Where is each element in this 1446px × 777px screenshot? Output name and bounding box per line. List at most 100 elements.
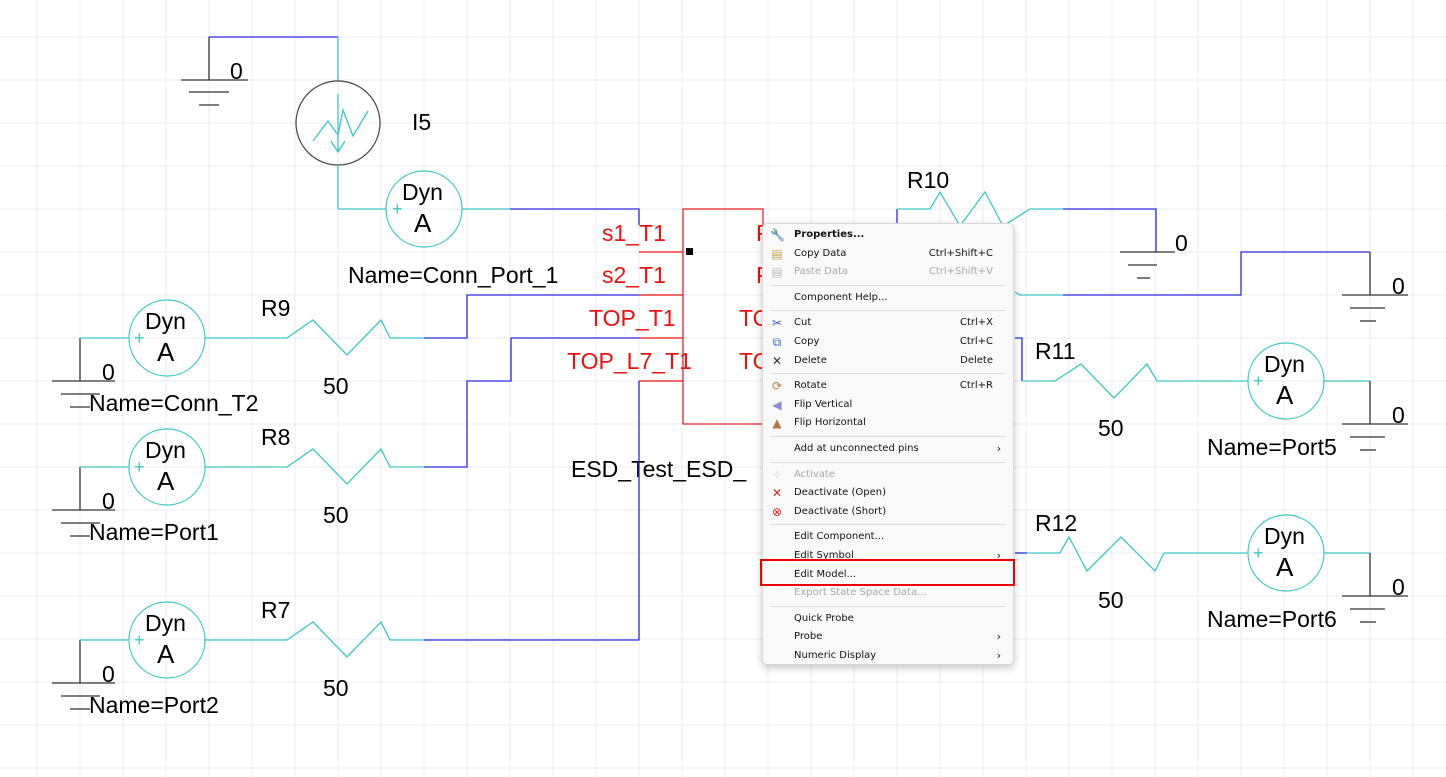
svg-text:+: + — [134, 328, 145, 348]
flip-horizontal-icon: ▲ — [772, 416, 782, 431]
ammeter-name-label: Name=Port1 — [89, 519, 219, 545]
resistor-name: R7 — [261, 597, 290, 623]
port-port6[interactable]: + Dyn A 0 Name=Port6 — [1207, 514, 1408, 632]
ammeter-bottom-label: A — [414, 208, 432, 238]
menu-item-delete[interactable]: ✕ Delete Delete — [763, 352, 1013, 371]
ground-label: 0 — [1392, 402, 1405, 428]
menu-item-edit-symbol[interactable]: Edit Symbol› — [763, 547, 1013, 566]
menu-item-numeric-display[interactable]: Numeric Display› — [763, 647, 1013, 666]
ammeter-conn-port-1[interactable]: + Dyn A Name=Conn_Port_1 — [338, 170, 640, 288]
menu-item-flip-horizontal[interactable]: ▲Flip Horizontal — [763, 414, 1013, 433]
menu-item-quick-probe[interactable]: Quick Probe — [763, 610, 1013, 629]
menu-separator — [771, 310, 1005, 312]
resistor-r11[interactable]: R11 50 — [1015, 337, 1248, 441]
menu-item-edit-model[interactable]: Edit Model... — [763, 566, 1013, 585]
port-port5[interactable]: + Dyn A 0 Name=Port5 — [1207, 342, 1408, 460]
svg-text:+: + — [134, 457, 145, 477]
menu-item-label: Edit Symbol — [794, 549, 854, 561]
pin-label: s1_T1 — [602, 220, 666, 246]
ammeter-top-label: Dyn — [145, 308, 186, 334]
resistor-r8[interactable]: R8 50 — [205, 337, 639, 528]
copy-data-icon: ▤ — [771, 246, 783, 261]
esd-test-block[interactable]: s1_T1 s2_T1 TOP_T1 TOP_L7_T1 P P TO TO E… — [567, 208, 771, 482]
menu-item-label: Numeric Display — [794, 649, 877, 661]
menu-item-label: Rotate — [794, 380, 827, 392]
ammeter-bottom-label: A — [1276, 552, 1294, 582]
menu-item-component-help[interactable]: Component Help... — [763, 289, 1013, 308]
menu-item-properties[interactable]: 🔧Properties... — [763, 226, 1013, 245]
pin-label: TOP_L7_T1 — [567, 348, 692, 374]
paste-data-icon: ▤ — [771, 265, 783, 280]
ammeter-bottom-label: A — [1276, 380, 1294, 410]
resistor-name: R12 — [1035, 510, 1077, 536]
ammeter-bottom-label: A — [157, 466, 175, 496]
resistor-r9[interactable]: R9 50 — [205, 294, 639, 399]
copy-icon: ⧉ — [772, 334, 782, 349]
menu-item-deactivate-short[interactable]: ⊗Deactivate (Short) — [763, 503, 1013, 522]
menu-separator — [771, 435, 1005, 437]
port-port1[interactable]: 0 + Dyn A Name=Port1 — [52, 428, 219, 545]
menu-item-flip-vertical[interactable]: ◀ Flip Vertical — [763, 396, 1013, 415]
ground-label: 0 — [230, 58, 243, 84]
menu-item-label: Deactivate (Open) — [794, 487, 886, 499]
ammeter-top-label: Dyn — [1264, 523, 1305, 549]
menu-separator — [771, 284, 1005, 286]
resistor-r7[interactable]: R7 50 — [205, 381, 640, 701]
menu-item-deactivate-open[interactable]: ✕Deactivate (Open) — [763, 484, 1013, 503]
menu-item-label: Edit Model... — [794, 568, 857, 580]
ground-label: 0 — [102, 661, 115, 687]
menu-item-label: Copy Data — [794, 247, 847, 259]
menu-item-copy[interactable]: ⧉ Copy Ctrl+C — [763, 333, 1013, 352]
menu-item-label: Component Help... — [794, 291, 888, 303]
menu-item-activate: ⁘Activate — [763, 466, 1013, 485]
current-source-i5[interactable]: I5 — [295, 37, 431, 209]
menu-item-label: Delete — [794, 354, 827, 366]
menu-item-shortcut: Ctrl+Shift+C — [928, 247, 993, 259]
menu-separator — [771, 373, 1005, 375]
menu-item-shortcut: Ctrl+R — [959, 380, 993, 392]
rotate-icon: ⟳ — [771, 379, 783, 394]
menu-item-rotate[interactable]: ⟳ Rotate Ctrl+R — [763, 377, 1013, 396]
menu-item-edit-component[interactable]: Edit Component... — [763, 528, 1013, 547]
menu-item-probe[interactable]: Probe› — [763, 628, 1013, 647]
ammeter-top-label: Dyn — [145, 437, 186, 463]
menu-item-label: Paste Data — [794, 266, 849, 278]
menu-separator — [771, 461, 1005, 463]
port-conn-t2[interactable]: 0 + Dyn A Name=Conn_T2 — [52, 299, 258, 416]
menu-item-label: Properties... — [794, 229, 865, 240]
svg-text:+: + — [1253, 543, 1264, 563]
ground-label: 0 — [1392, 273, 1405, 299]
ammeter-top-label: Dyn — [402, 179, 443, 205]
menu-item-label: Export State Space Data... — [794, 587, 927, 599]
menu-item-label: Copy — [794, 335, 820, 347]
ground-label: 0 — [102, 488, 115, 514]
block-name-label: ESD_Test_ESD_ — [571, 456, 747, 482]
pin-label: TOP_T1 — [589, 305, 676, 331]
menu-item-shortcut: Delete — [960, 354, 993, 366]
ammeter-top-label: Dyn — [1264, 351, 1305, 377]
menu-item-shortcut: Ctrl+C — [959, 335, 993, 347]
svg-text:+: + — [134, 630, 145, 650]
resistor-r12[interactable]: R12 50 — [1015, 510, 1248, 613]
resistor-value: 50 — [1098, 587, 1124, 613]
menu-item-add-at-unconnected-pins[interactable]: Add at unconnected pins› — [763, 440, 1013, 459]
resistor-r10[interactable]: R10 0 — [896, 167, 1188, 279]
scissors-icon: ✂ — [771, 316, 783, 331]
menu-item-label: Cut — [794, 317, 812, 329]
resistor-name: R10 — [907, 167, 949, 193]
flip-vertical-icon: ◀ — [772, 397, 782, 412]
resistor-name: R11 — [1035, 338, 1076, 364]
menu-item-label: Activate — [794, 468, 835, 480]
menu-item-copy-data[interactable]: ▤ Copy Data Ctrl+Shift+C — [763, 245, 1013, 264]
port-port2[interactable]: 0 + Dyn A Name=Port2 — [52, 601, 219, 718]
resistor-value: 50 — [323, 675, 349, 701]
ground-label: 0 — [1392, 574, 1405, 600]
resistor-name: R9 — [261, 295, 290, 321]
ammeter-name-label: Name=Conn_T2 — [89, 390, 258, 416]
delete-x-icon: ✕ — [771, 353, 783, 368]
menu-item-label: Flip Vertical — [794, 398, 853, 410]
